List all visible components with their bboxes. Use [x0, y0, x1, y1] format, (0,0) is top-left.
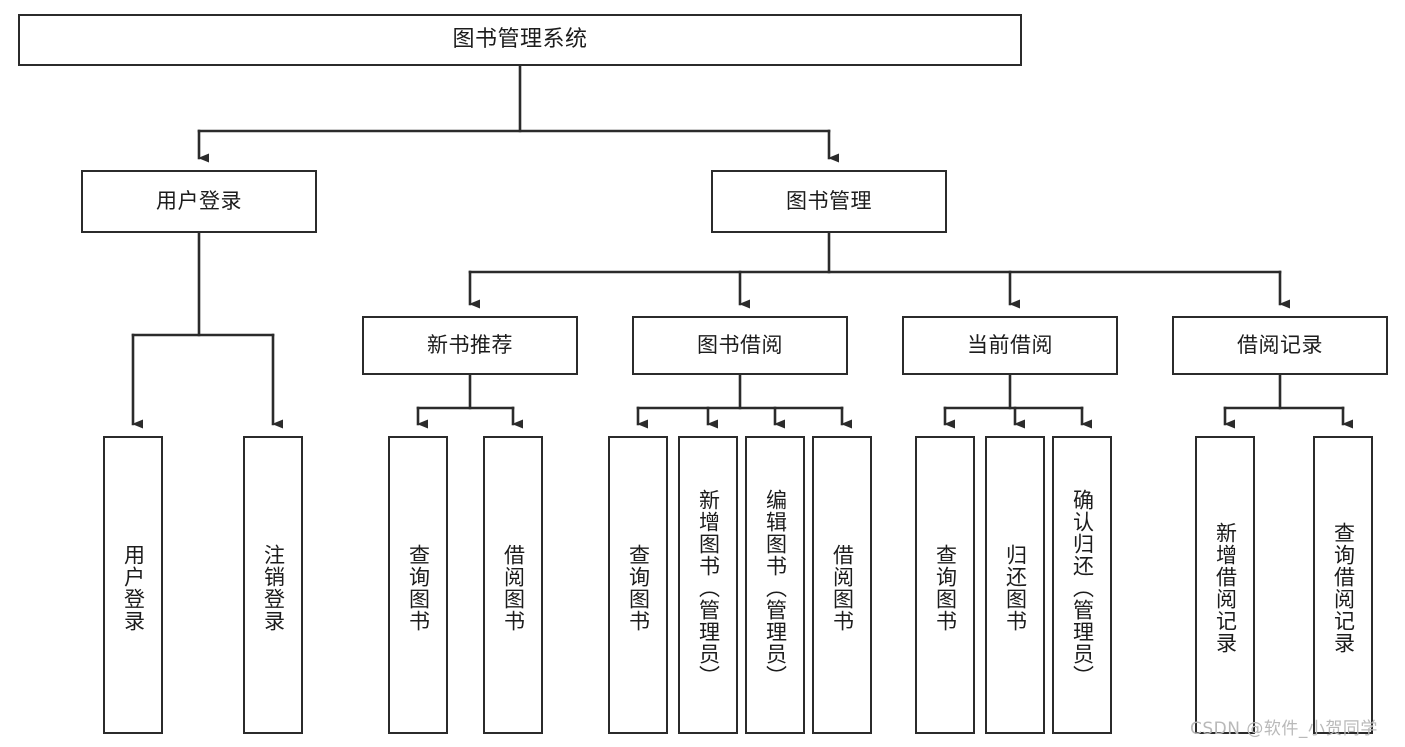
- leaf-logout[interactable]: 注销登录: [243, 436, 303, 734]
- leaf-add-book[interactable]: 新增图书（管理员）: [678, 436, 738, 734]
- leaf-add-record-label: 新增借阅记录: [1213, 522, 1238, 654]
- leaf-return-book-label: 归还图书: [1003, 544, 1028, 632]
- node-user-login[interactable]: 用户登录: [81, 170, 317, 233]
- node-borrow-record-label: 借阅记录: [1237, 333, 1323, 358]
- leaf-logout-label: 注销登录: [261, 544, 286, 632]
- node-root[interactable]: 图书管理系统: [18, 14, 1022, 66]
- node-current-borrow-label: 当前借阅: [967, 333, 1053, 358]
- leaf-query-record[interactable]: 查询借阅记录: [1313, 436, 1373, 734]
- node-borrow-record[interactable]: 借阅记录: [1172, 316, 1388, 375]
- node-new-book-recommend-label: 新书推荐: [427, 333, 513, 358]
- leaf-query-record-label: 查询借阅记录: [1331, 522, 1356, 654]
- leaf-query-book-3[interactable]: 查询图书: [915, 436, 975, 734]
- leaf-borrow-book-1-label: 借阅图书: [501, 544, 526, 632]
- leaf-confirm-return-label: 确认归还（管理员）: [1070, 489, 1095, 687]
- csdn-watermark: CSDN @软件_小贺同学: [1190, 719, 1378, 739]
- node-book-management[interactable]: 图书管理: [711, 170, 947, 233]
- leaf-borrow-book-2-label: 借阅图书: [830, 544, 855, 632]
- leaf-add-book-label: 新增图书（管理员）: [696, 489, 721, 687]
- leaf-return-book[interactable]: 归还图书: [985, 436, 1045, 734]
- leaf-query-book-2-label: 查询图书: [626, 544, 651, 632]
- node-root-label: 图书管理系统: [452, 27, 588, 53]
- leaf-edit-book[interactable]: 编辑图书（管理员）: [745, 436, 805, 734]
- leaf-query-book-1-label: 查询图书: [406, 544, 431, 632]
- leaf-query-book-3-label: 查询图书: [933, 544, 958, 632]
- leaf-user-login-label: 用户登录: [121, 544, 146, 632]
- leaf-borrow-book-2[interactable]: 借阅图书: [812, 436, 872, 734]
- node-book-management-label: 图书管理: [786, 189, 872, 214]
- node-book-borrow[interactable]: 图书借阅: [632, 316, 848, 375]
- leaf-add-record[interactable]: 新增借阅记录: [1195, 436, 1255, 734]
- node-new-book-recommend[interactable]: 新书推荐: [362, 316, 578, 375]
- node-user-login-label: 用户登录: [156, 189, 242, 214]
- leaf-edit-book-label: 编辑图书（管理员）: [763, 489, 788, 687]
- leaf-query-book-1[interactable]: 查询图书: [388, 436, 448, 734]
- leaf-query-book-2[interactable]: 查询图书: [608, 436, 668, 734]
- leaf-confirm-return[interactable]: 确认归还（管理员）: [1052, 436, 1112, 734]
- node-current-borrow[interactable]: 当前借阅: [902, 316, 1118, 375]
- node-book-borrow-label: 图书借阅: [697, 333, 783, 358]
- leaf-borrow-book-1[interactable]: 借阅图书: [483, 436, 543, 734]
- leaf-user-login[interactable]: 用户登录: [103, 436, 163, 734]
